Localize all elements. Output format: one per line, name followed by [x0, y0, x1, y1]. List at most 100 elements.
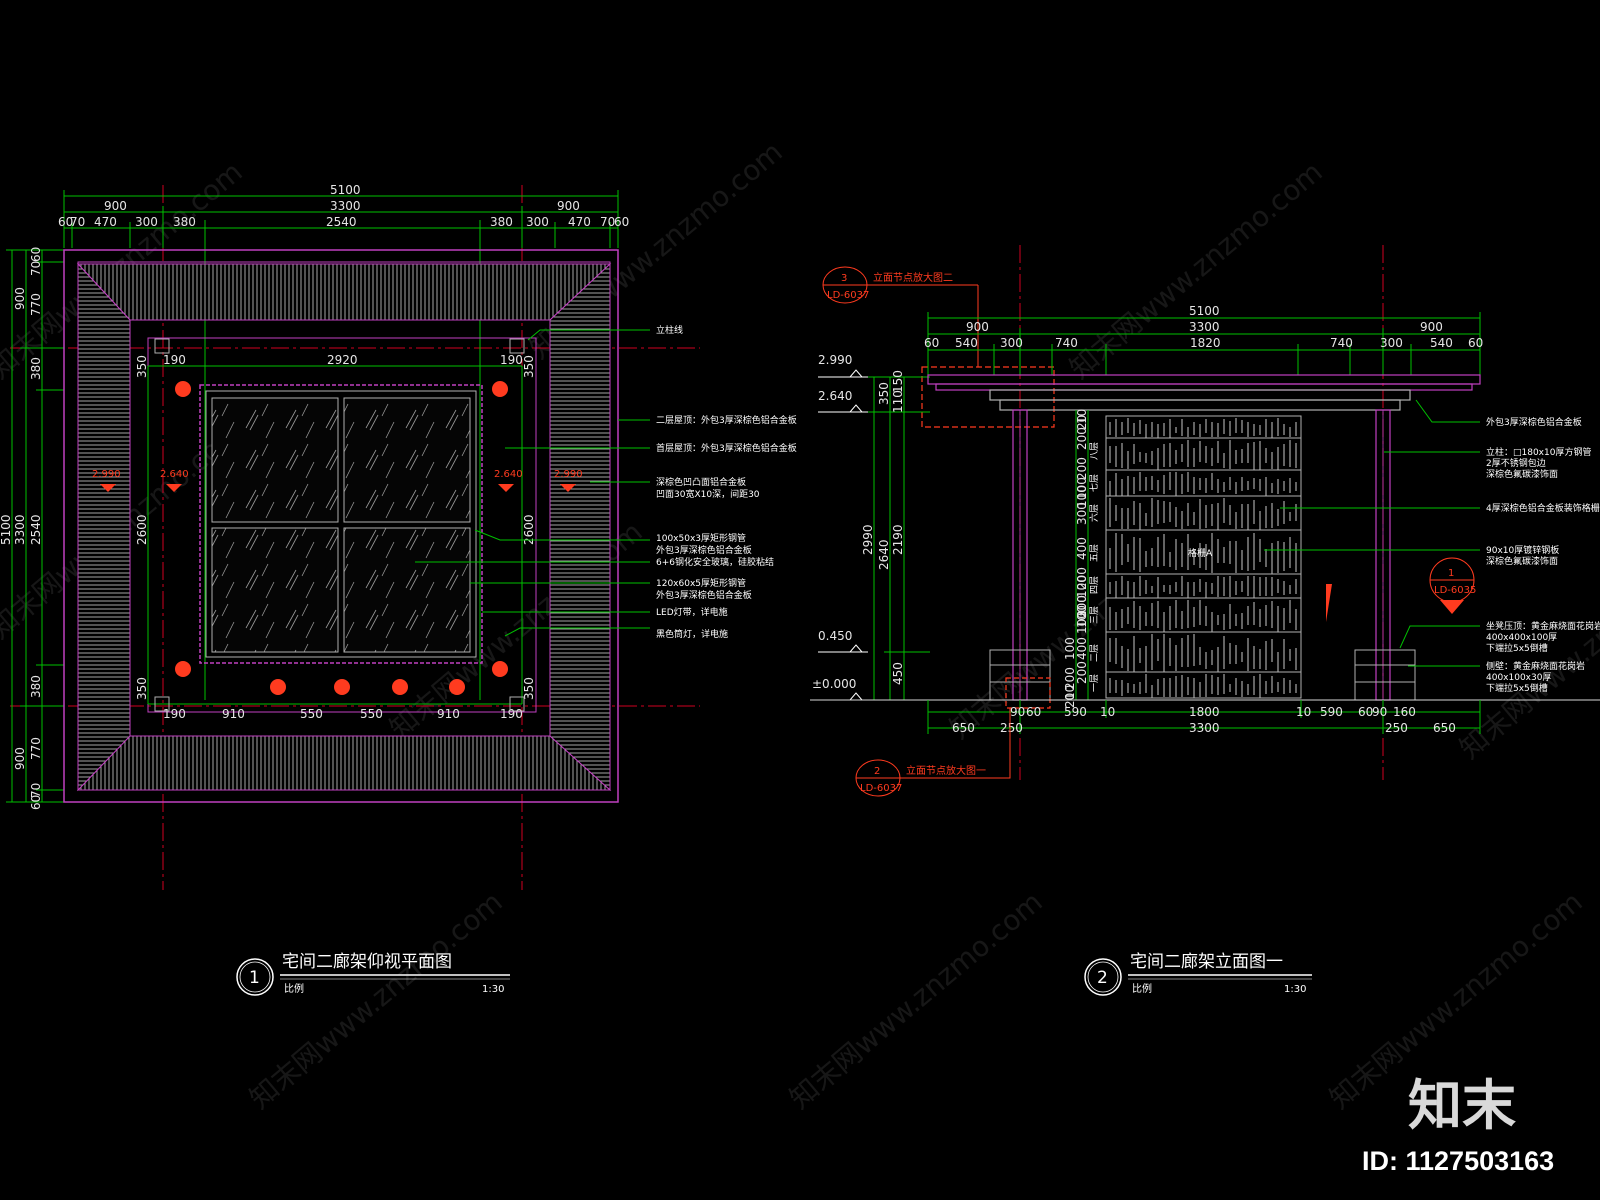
downlight-icon — [492, 661, 508, 677]
elev-note: 立柱：□180x10厚方钢管 — [1486, 446, 1591, 458]
elev-note: 深棕色氟碳漆饰面 — [1486, 468, 1558, 480]
plan-dim-top: 70 — [70, 215, 85, 229]
elev-panel-dims — [1075, 410, 1089, 700]
plan-note: 首层屋顶：外包3厚深棕色铝合金板 — [656, 442, 797, 454]
plan-dim-top: 2540 — [326, 215, 357, 229]
plan-dim-left: 770 — [29, 293, 43, 316]
elev-note: 下端拉5x5倒槽 — [1486, 682, 1548, 694]
plan-dim-lines-left — [6, 249, 64, 803]
plan-dim-top: 470 — [94, 215, 117, 229]
plan-note: 120x60x5厚矩形钢管 — [656, 577, 746, 589]
elev-dim-top: 3300 — [1189, 320, 1220, 334]
plan-dim-top: 70 — [600, 215, 615, 229]
plan-note: 6+6钢化安全玻璃，硅胶粘结 — [656, 556, 774, 568]
elev-dim-top: 300 — [1380, 336, 1403, 350]
elev-dim-top: 540 — [955, 336, 978, 350]
plan-dim-top: 380 — [490, 215, 513, 229]
plan-level-marks — [100, 484, 576, 492]
plan-note: 二层屋顶：外包3厚深棕色铝合金板 — [656, 414, 797, 426]
callout-ref: LD-6037 — [860, 783, 902, 794]
panel-dim: 10 — [1075, 409, 1089, 424]
callout-number: 2 — [874, 766, 880, 777]
plan-inner-dim-bottom: 190 — [500, 707, 523, 721]
panel-row-label: 五层 — [1089, 544, 1100, 562]
elev-dim-left: 2990 — [861, 524, 875, 555]
plan-dim-left: 60 — [29, 247, 43, 262]
elev-panel-row-labels: 八层 七层 六层 五层 四层 三层 二层 一层 — [1088, 442, 1100, 692]
downlight-icon — [270, 679, 286, 695]
elev-roof — [927, 374, 1481, 411]
plan-inner-dim-top: 190 — [163, 353, 186, 367]
plan-note: 凹面30宽X10深，间距30 — [656, 488, 760, 500]
panel-dim: 300 — [1075, 595, 1089, 618]
plan-note: LED灯带，详电施 — [656, 606, 728, 618]
plan-note: 外包3厚深棕色铝合金板 — [656, 589, 752, 601]
plan-level-label: 2.990 — [92, 469, 121, 480]
plan-outer-frame — [63, 249, 619, 803]
plan-dim-left: 70 — [29, 261, 43, 276]
plan-leaders — [415, 329, 650, 637]
elev-note: 下端拉5x5倒槽 — [1486, 642, 1548, 654]
panel-row-label: 二层 — [1089, 644, 1100, 662]
plan-dim-left: 380 — [29, 675, 43, 698]
elev-dim-left: 2190 — [891, 524, 905, 555]
panel-dim: 300 — [1075, 502, 1089, 525]
elev-note: 4厚深棕色铝合金板装饰格栅 — [1486, 502, 1600, 514]
downlight-icon — [175, 381, 191, 397]
elev-level-marks — [812, 369, 868, 701]
plan-glass-panels — [211, 397, 471, 653]
plan-inner-dim-bottom: 550 — [360, 707, 383, 721]
plan-dim-top: 3300 — [330, 199, 361, 213]
elev-dim-left: 450 — [891, 662, 905, 685]
plan-inner-dim-right: 350 — [522, 677, 536, 700]
callout-ref: LD-6035 — [1434, 585, 1476, 596]
plan-glass-frame-inner — [205, 390, 477, 658]
plan-beam-left — [77, 262, 131, 792]
callout-label: 立面节点放大图二 — [873, 271, 953, 284]
plan-level-label: 2.640 — [494, 469, 523, 480]
elev-dim-top: 900 — [966, 320, 989, 334]
plan-dim-left: 3300 — [13, 514, 27, 545]
elev-dim-bottom: 10 — [1100, 705, 1115, 719]
plan-glass-frame — [199, 384, 483, 664]
plan-dim-top: 300 — [526, 215, 549, 229]
plan-dim-top: 60 — [614, 215, 629, 229]
elev-dim-top: 300 — [1000, 336, 1023, 350]
callout-number: 1 — [1448, 568, 1454, 579]
elev-panel-label: 格栅A — [1188, 547, 1213, 559]
elev-dim-bottom: 250 — [1000, 721, 1023, 735]
plan-inner-dim-bottom: 910 — [222, 707, 245, 721]
elev-dim-bottom: 160 — [1393, 705, 1416, 719]
elev-drawing-number-badge — [1084, 958, 1122, 996]
watermark: 知末网www.znzmo.com — [243, 885, 508, 1115]
plan-drawing-number: 1 — [249, 968, 260, 988]
elevation-view: 3 LD-6037 立面节点放大图二 5100 900 3300 900 — [810, 245, 1600, 996]
plan-inner-dim-top: 2920 — [327, 353, 358, 367]
plan-title-block: 1 宅间二廊架仰视平面图 比例 1:30 — [236, 952, 510, 996]
plan-dim-left: 770 — [29, 737, 43, 760]
plan-dim-top: 900 — [104, 199, 127, 213]
elev-note: 深棕色氟碳漆饰面 — [1486, 555, 1558, 567]
panel-dim: 100 — [1075, 477, 1089, 500]
elev-dim-bottom: 60 — [1358, 705, 1373, 719]
plan-beam-right — [549, 262, 611, 792]
plan-columns — [154, 338, 525, 712]
panel-dim: 200 — [1075, 595, 1089, 618]
image-id-label: ID: 1127503163 — [1362, 1146, 1554, 1176]
callout-number: 3 — [841, 273, 847, 284]
plan-dim-top: 470 — [568, 215, 591, 229]
plan-dim-top: 60 — [58, 215, 73, 229]
panel-dim: 100 — [1075, 575, 1089, 598]
plan-downlights — [175, 381, 508, 695]
plan-view: 5100 900 3300 900 60 70 470 300 380 2540… — [0, 183, 797, 996]
plan-dim-total-top: 5100 — [330, 183, 361, 197]
plan-inner-dim-left: 350 — [135, 355, 149, 378]
plan-inner-dim-bottom: 910 — [437, 707, 460, 721]
elev-scale-value: 1:30 — [1284, 984, 1306, 995]
panel-dim: 200 — [1075, 427, 1089, 450]
elev-screen-panel: 格栅A — [1105, 415, 1302, 699]
plan-dim-top: 300 — [135, 215, 158, 229]
panel-dim: 20 — [1075, 415, 1089, 430]
plan-inner-dim-bottom: 190 — [163, 707, 186, 721]
plan-dim-left: 60 — [29, 795, 43, 810]
